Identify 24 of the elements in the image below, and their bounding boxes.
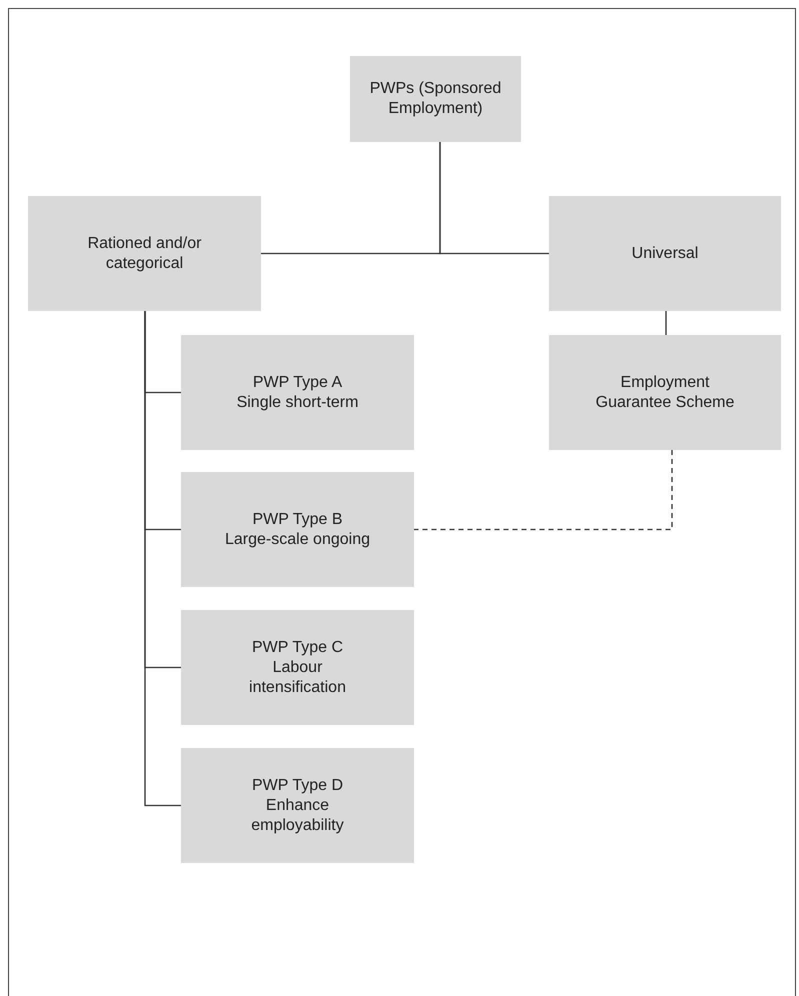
box-heading: PWP Type C [252, 638, 343, 658]
process-box [28, 196, 261, 311]
dashed-connector [414, 450, 673, 530]
process-box [350, 56, 521, 142]
process-box [549, 335, 781, 450]
box-heading: PWP Type B [252, 510, 343, 530]
box-heading: PWP Type A [252, 372, 342, 392]
process-box [549, 196, 781, 311]
process-box [181, 610, 414, 725]
box-label: Enhance employability [250, 796, 345, 836]
connector-line [665, 311, 667, 335]
box-heading: PWP Type D [252, 776, 343, 796]
box-label: Single short-term [236, 392, 358, 412]
connector-line [144, 311, 181, 806]
box-label: Labour intensification [248, 658, 347, 698]
box-label: Universal [632, 244, 698, 264]
process-box [181, 335, 414, 450]
connector-line [439, 142, 549, 254]
box-label: Employment Guarantee Scheme [595, 372, 735, 412]
box-label: Large-scale ongoing [225, 530, 370, 550]
process-box [181, 472, 414, 587]
box-label: PWPs (Sponsored Employment) [368, 79, 502, 119]
process-box [181, 748, 414, 863]
box-label: Rationed and/or categorical [86, 234, 202, 274]
